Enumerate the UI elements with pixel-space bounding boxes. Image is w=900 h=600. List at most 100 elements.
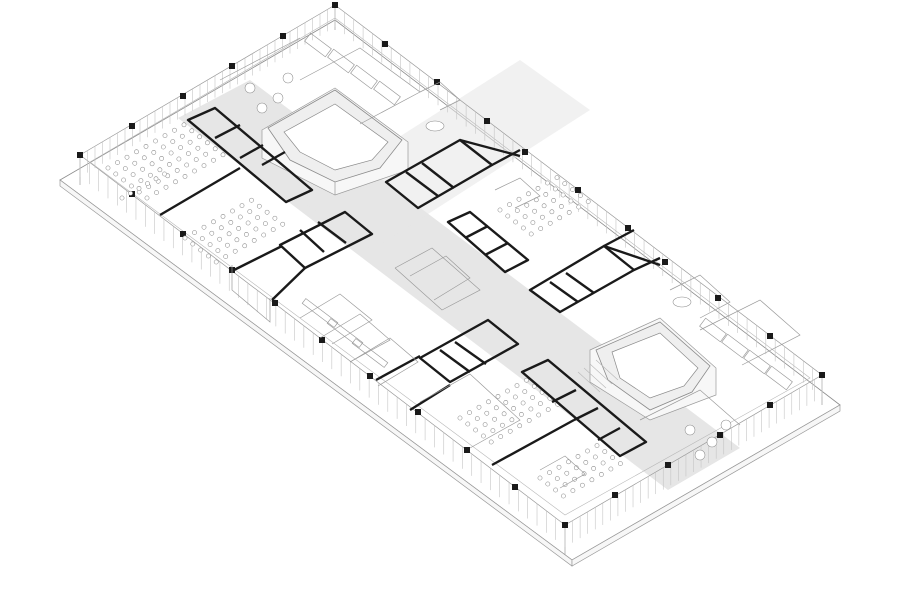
seat — [122, 166, 128, 171]
seat — [163, 184, 169, 190]
column — [332, 2, 338, 8]
seat — [251, 238, 257, 243]
seat — [580, 482, 585, 488]
column — [575, 187, 581, 193]
seat — [270, 227, 276, 232]
seat — [182, 235, 188, 241]
seat — [559, 204, 564, 209]
seat — [167, 162, 172, 167]
seat — [154, 190, 159, 195]
seat — [530, 220, 536, 225]
auditorium-south — [577, 317, 717, 421]
column — [767, 402, 773, 408]
seat — [501, 411, 507, 417]
seat — [245, 220, 251, 226]
seat — [263, 221, 268, 226]
seat — [551, 198, 556, 203]
seat — [476, 404, 482, 410]
seat — [192, 230, 197, 235]
seat — [213, 259, 219, 265]
facade-mullions — [79, 5, 823, 547]
seat — [537, 475, 543, 481]
seat — [197, 134, 202, 140]
seat — [199, 236, 205, 241]
seat — [497, 207, 503, 213]
seat — [522, 214, 528, 219]
seat — [234, 237, 240, 243]
seat — [203, 151, 209, 157]
seat — [225, 242, 230, 248]
seat — [105, 165, 111, 171]
seat — [201, 163, 207, 168]
seat — [566, 459, 571, 465]
seat — [545, 407, 551, 412]
seat — [495, 394, 501, 399]
seat — [261, 232, 267, 238]
column — [717, 432, 723, 438]
seat — [545, 180, 550, 186]
seat — [552, 186, 558, 192]
seat — [549, 209, 555, 215]
seat — [511, 406, 516, 411]
seat — [149, 161, 155, 167]
seat — [585, 199, 591, 204]
seat — [236, 226, 241, 231]
column — [319, 337, 325, 343]
seat — [148, 172, 153, 178]
seat — [512, 394, 518, 400]
column — [180, 231, 186, 237]
seat — [486, 399, 491, 405]
seat — [206, 253, 211, 259]
seat — [570, 488, 576, 493]
seat — [585, 448, 590, 454]
desk-rows — [301, 32, 793, 391]
seat — [547, 470, 552, 475]
column — [77, 152, 83, 158]
seat — [526, 418, 532, 423]
seat — [237, 214, 243, 220]
seat — [157, 167, 163, 173]
seat — [583, 460, 589, 465]
seat — [498, 434, 504, 439]
column — [662, 259, 668, 265]
seat — [264, 209, 270, 215]
column — [484, 118, 490, 124]
seat — [232, 248, 238, 254]
seat — [578, 193, 583, 198]
seat — [162, 171, 167, 177]
seat — [540, 214, 545, 220]
seat — [521, 225, 526, 231]
seat — [209, 230, 215, 236]
seat — [179, 133, 185, 139]
seat — [535, 186, 541, 191]
seat — [253, 226, 259, 232]
seat — [514, 208, 520, 213]
seat — [226, 231, 232, 237]
core-walls — [159, 106, 661, 467]
seat — [509, 417, 515, 423]
seat — [178, 145, 183, 150]
seat — [566, 210, 572, 215]
seat — [538, 226, 544, 231]
seat — [505, 213, 511, 219]
seat — [473, 427, 478, 433]
seat — [181, 122, 187, 128]
seat — [128, 190, 133, 196]
column — [819, 372, 825, 378]
seat — [545, 481, 551, 487]
seat — [532, 208, 537, 214]
seat — [517, 423, 523, 429]
seat — [576, 204, 582, 210]
seat — [465, 421, 471, 427]
seat — [560, 192, 566, 198]
column — [767, 333, 773, 339]
seat — [482, 422, 488, 427]
seat — [153, 176, 159, 182]
column — [464, 447, 470, 453]
seat — [556, 464, 562, 470]
seat — [557, 215, 563, 221]
seat — [207, 242, 213, 247]
auditorium-north — [261, 87, 409, 196]
seat — [201, 224, 207, 230]
seat — [562, 181, 568, 186]
